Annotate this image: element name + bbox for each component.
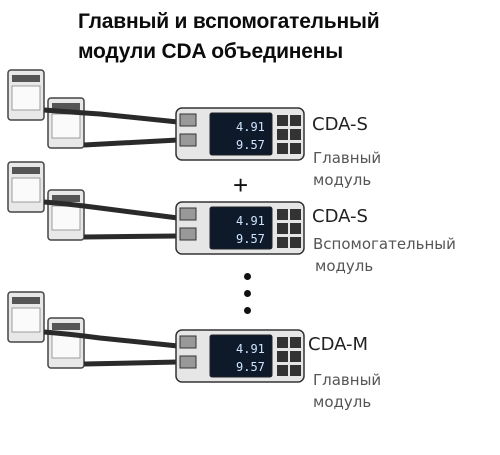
sensor-group-1 [7,69,179,149]
module-2-display-top: 4.91 [236,214,265,228]
module-1-display-bottom: 9.57 [236,138,265,152]
module-2-model-label: CDA-S [312,206,368,227]
module-1-role-line-2: модуль [313,171,372,189]
ellipsis-dot-2 [244,290,251,297]
cable-2a [43,199,179,221]
module-3-role-line-2: модуль [313,393,372,411]
module-1-display-top: 4.91 [236,120,265,134]
title-line-1: Главный и вспомогательный [78,10,380,33]
cda-module-1: 4.91 9.57 [175,107,305,161]
cable-2b [83,233,179,240]
sensor-group-3 [7,291,179,369]
cable-1a [43,107,179,125]
sensor-3a [7,291,45,343]
cda-module-3: 4.91 9.57 [175,329,305,383]
cable-3a [43,329,179,349]
module-3-display-top: 4.91 [236,342,265,356]
module-1-button-pad [277,115,301,154]
cable-1b [83,137,179,148]
module-3-display-bottom: 9.57 [236,360,265,374]
module-1-model-label: CDA-S [312,114,368,135]
module-2-display-bottom: 9.57 [236,232,265,246]
module-3-model-label: CDA-M [308,334,369,355]
sensor-2b [47,189,85,241]
sensor-3b [47,317,85,369]
sensor-group-2 [7,161,179,241]
module-2-role-line-1: Вспомогательный [313,235,456,253]
cable-3b [83,359,179,367]
sensor-1a [7,69,45,121]
module-2-button-pad [277,209,301,248]
sensor-1b [47,97,85,149]
module-2-role-line-2: модуль [315,257,374,275]
title-line-2: модули CDA объединены [78,40,343,63]
cda-module-2: 4.91 9.57 [175,201,305,255]
ellipsis-dot-3 [244,307,251,314]
plus-sign: + [233,170,249,200]
ellipsis-dot-1 [244,273,251,280]
module-3-role-line-1: Главный [313,371,382,389]
sensor-2a [7,161,45,213]
module-3-button-pad [277,337,301,376]
module-1-role-line-1: Главный [313,149,382,167]
